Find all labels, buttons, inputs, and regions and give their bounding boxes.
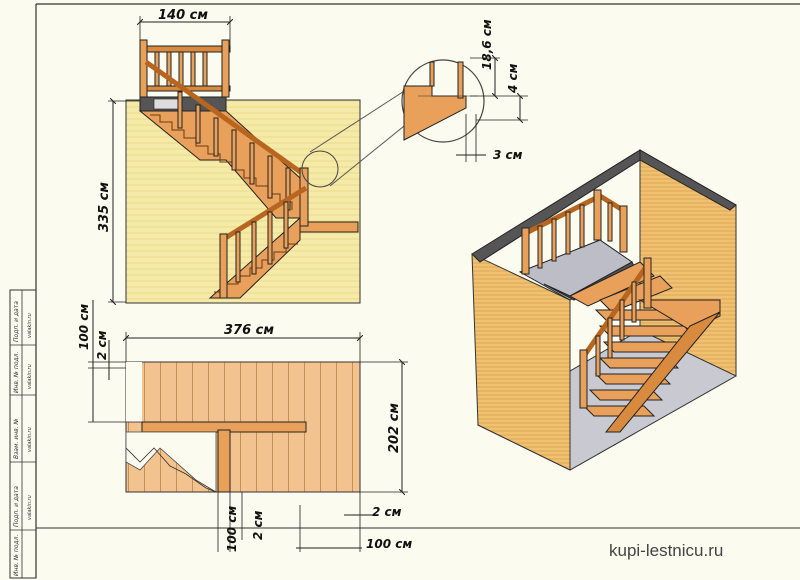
stamp-sheet-column: Подп. и дата valakin.ru Инв. № подл. val…: [9, 289, 37, 579]
dim-total-height: 335 см: [97, 101, 140, 302]
dim-nosing-drop: 4 см: [476, 63, 528, 120]
dim-plan-length-label: 376 см: [224, 323, 274, 338]
stamp-cell-3-sub: valakin.ru: [27, 427, 33, 452]
dim-riser: 18,6 см: [470, 19, 528, 96]
dim-plan-depth: 202 см: [360, 362, 408, 492]
stamp-cell-4: Подп. и дата: [13, 486, 20, 527]
dim-plan-length: 376 см: [126, 323, 360, 362]
dim-bottom-offset-small-label: 2 см: [251, 510, 265, 540]
dim-nosing-overhang-label: 3 см: [493, 148, 523, 162]
dim-right-offset-small-label: 2 см: [372, 505, 402, 519]
dim-right-offsets: 2 см 100 см: [296, 492, 412, 552]
stamp-cell-3: Взам. инв. №: [13, 418, 20, 459]
isometric-view: [471, 149, 737, 471]
dim-top-width-label: 140 см: [158, 8, 208, 23]
dim-left-offset-large-label: 100 см: [77, 304, 91, 350]
stamp-cell-5: Инв. № подл.: [13, 535, 20, 576]
dim-plan-depth-label: 202 см: [387, 403, 402, 453]
dim-nosing-overhang: 3 см: [456, 114, 523, 162]
dim-top-width: 140 см: [140, 8, 230, 46]
dim-right-offset-large-label: 100 см: [366, 537, 412, 551]
stamp-cell-2-sub: valakin.ru: [27, 364, 33, 389]
dim-nosing-drop-label: 4 см: [506, 63, 520, 94]
dim-riser-label: 18,6 см: [480, 19, 494, 70]
dim-bottom-offset-large-label: 100 см: [225, 506, 239, 552]
stamp-cell-4-sub: valakin.ru: [27, 495, 33, 520]
stamp-cell-1: Подп. и дата: [13, 301, 20, 342]
watermark-text: kupi-lestnicu.ru: [609, 541, 723, 560]
detail-zoom: [401, 59, 485, 143]
dim-bottom-offsets: 100 см 2 см: [217, 492, 265, 552]
dim-left-offset-small-label: 2 см: [95, 330, 109, 360]
elevation-view: [125, 39, 485, 304]
dim-total-height-label: 335 см: [97, 182, 112, 232]
plan-view: [125, 361, 361, 493]
dim-left-offsets: 100 см 2 см: [77, 300, 142, 423]
stamp-cell-2: Инв. № подл.: [13, 352, 20, 393]
stamp-cell-1-sub: valakin.ru: [27, 313, 33, 338]
